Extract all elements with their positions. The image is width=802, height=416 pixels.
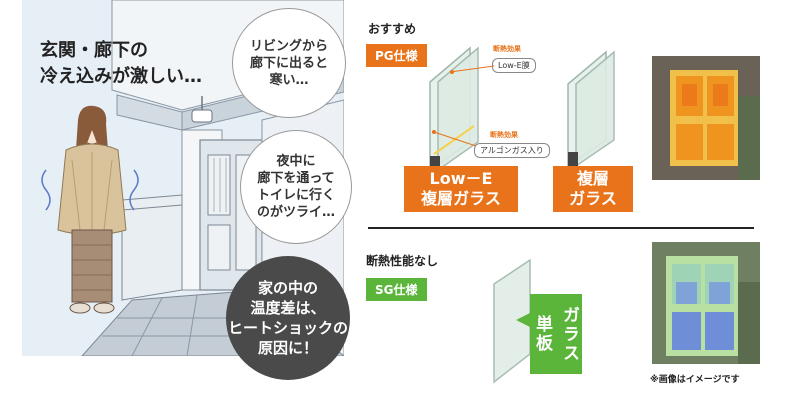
bubble-text-line: リビングから (249, 38, 328, 54)
bubble-text-line: 廊下に出ると (249, 55, 328, 71)
speech-bubble-night: 夜中に 廊下を通って トイレに行く のがツライ… (240, 130, 352, 244)
bubble-text-line: 廊下を通って (257, 171, 335, 186)
headline-line2: 冷え込みが激しい… (40, 66, 202, 87)
callout-tag-argon: 断熱効果 (490, 131, 518, 139)
bubble-text-line: 原因に！ (257, 339, 318, 357)
bubble-text-line: 寒い… (269, 72, 309, 88)
sg-spec-badge: SG仕様 (366, 278, 427, 301)
heat-shock-bubble: 家の中の 温度差は、 ヒートショックの 原因に！ (226, 256, 350, 380)
bubble-text-line: ヒートショックの (227, 319, 348, 337)
bubble-text-line: 温度差は、 (250, 299, 326, 317)
bubble-text-line: 夜中に (276, 154, 316, 169)
double-glass-label: 複層 ガラス (553, 166, 633, 212)
recommended-title: おすすめ (368, 22, 417, 36)
lowe-glass-pane (429, 46, 479, 172)
no-insulation-title: 断熱性能なし (366, 254, 439, 268)
callout-lowe-film: Low-E膜 (492, 58, 536, 73)
label-line: 複層 (576, 169, 609, 188)
speech-bubble-living: リビングから 廊下に出ると 寒い… (232, 8, 346, 118)
label-column: ガラス (559, 305, 579, 363)
headline: 玄関・廊下の 冷え込みが激しい… (40, 38, 202, 90)
bubble-text-line: 家の中の (257, 279, 318, 297)
single-glass-label: 単板 ガラス (530, 294, 582, 374)
double-glass-pane (567, 50, 615, 168)
bubble-text-line: トイレに行く (256, 188, 335, 203)
section-divider (368, 227, 754, 229)
warm-window-thermal-image (652, 56, 760, 180)
callout-argon-gas: アルゴンガス入り (474, 143, 550, 158)
lowe-double-glass-label: Low－E 複層ガラス (404, 166, 518, 212)
callout-line (450, 65, 495, 74)
label-line: Low－E (429, 169, 493, 188)
label-line: 複層ガラス (421, 189, 501, 208)
image-note: ※画像はイメージです (650, 375, 740, 385)
cold-woman-figure (41, 105, 139, 314)
label-column: 単板 (532, 315, 552, 353)
callout-tag-lowe: 断熱効果 (493, 45, 521, 53)
cold-window-thermal-image (652, 242, 760, 364)
label-pointer (516, 312, 532, 328)
headline-line1: 玄関・廊下の (40, 40, 148, 61)
pg-spec-badge: PG仕様 (366, 44, 427, 67)
callout-line (432, 130, 477, 147)
label-line: ガラス (569, 189, 617, 208)
bubble-text-line: のがツライ… (256, 205, 335, 220)
